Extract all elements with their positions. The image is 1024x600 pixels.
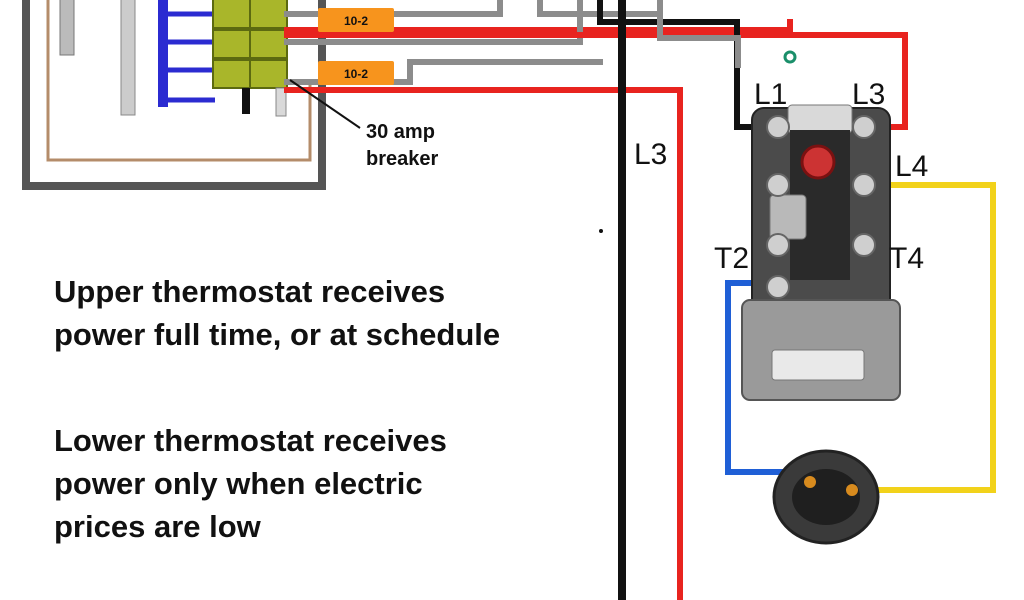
thermostat-label-plate [771, 349, 865, 381]
cable-tag-upper: 10-2 [318, 8, 394, 32]
thermostat-top-cap [787, 104, 853, 134]
breaker-block [212, 0, 288, 117]
panel-left-rail [59, 0, 75, 56]
lower-description-line2: power only when electric [54, 466, 423, 501]
cable-label-lower: 10-2 [344, 67, 368, 81]
terminal-l1 [766, 115, 790, 139]
wire-yellow-l4 [857, 182, 996, 493]
electrical-panel [22, 0, 326, 190]
terminal-t4 [852, 233, 876, 257]
heating-element [772, 449, 880, 545]
element-terminal-right [846, 484, 858, 496]
panel-ground-wire [46, 0, 312, 162]
wire-blue-t2 [725, 280, 803, 475]
stray-dot [599, 229, 603, 233]
lower-description-line3: prices are low [54, 509, 261, 544]
thermostat-bracket [769, 194, 807, 240]
upper-thermostat-description: Upper thermostat receives power full tim… [54, 270, 500, 356]
cable-tag-lower: 10-2 [318, 61, 394, 85]
terminal-t2 [766, 275, 790, 299]
wire-red-upper [284, 19, 793, 33]
wire-gray-to-ground [657, 7, 741, 68]
cable-label-upper: 10-2 [344, 14, 368, 28]
reset-button [800, 144, 836, 180]
upper-description-line1: Upper thermostat receives [54, 274, 446, 309]
terminal-left-mid [766, 173, 790, 197]
wire-red-to-l3 [284, 32, 908, 130]
breaker-label-line2: breaker [366, 148, 438, 170]
label-t4: T4 [889, 242, 924, 275]
terminal-l3 [852, 115, 876, 139]
wire-black-to-l1 [597, 0, 768, 130]
wire-red-lower [284, 87, 683, 600]
lower-description-line1: Lower thermostat receives [54, 423, 447, 458]
label-l3-top: L3 [852, 78, 885, 111]
breaker-pointer [289, 79, 361, 129]
thermostat [741, 104, 901, 401]
element-face [792, 469, 860, 525]
label-t2: T2 [714, 242, 749, 275]
lower-thermostat-description: Lower thermostat receives power only whe… [54, 419, 447, 548]
terminal-center [766, 233, 790, 257]
terminal-l4 [852, 173, 876, 197]
label-l3-wire: L3 [634, 138, 667, 171]
breaker-label-line1: 30 amp [366, 121, 435, 143]
label-l4: L4 [895, 150, 928, 183]
ground-screw [783, 50, 797, 64]
element-terminal-left [804, 476, 816, 488]
panel-neutral-bar [120, 0, 136, 116]
upper-description-line2: power full time, or at schedule [54, 317, 501, 352]
label-l1: L1 [754, 78, 787, 111]
panel-bus-bar [158, 0, 168, 107]
wire-gray-upper [284, 0, 583, 45]
bus-stubs [163, 11, 215, 103]
